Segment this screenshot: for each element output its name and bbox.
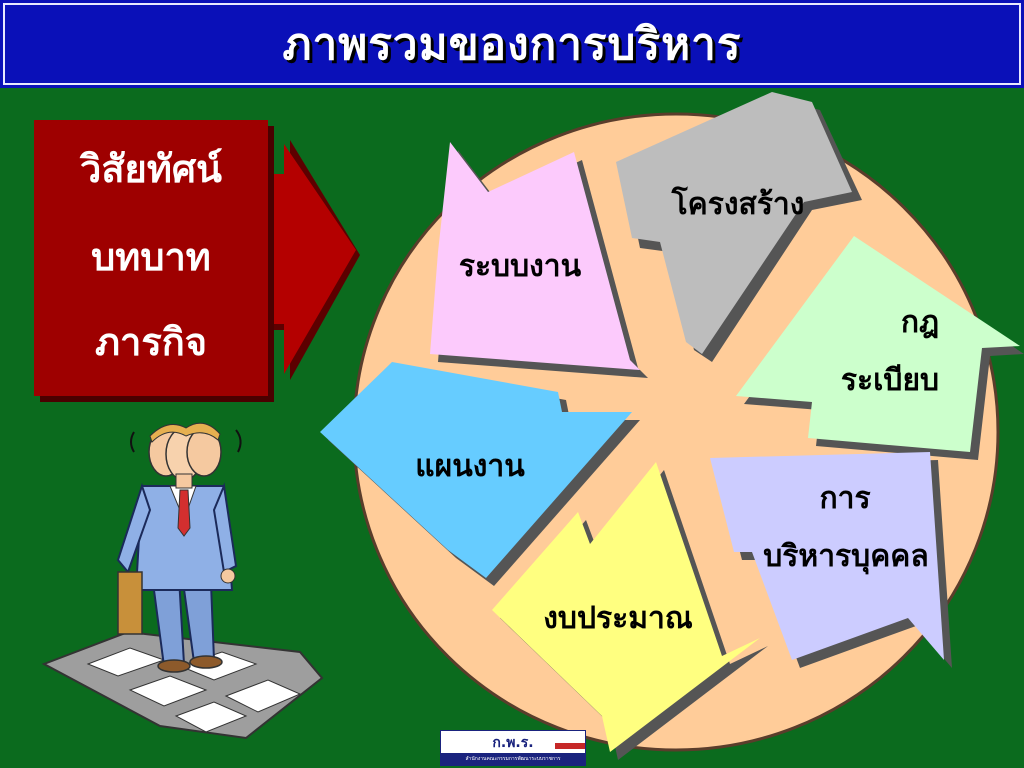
vision-line-2: บทบาท [91, 234, 211, 279]
arrow-systems: ระบบงาน [430, 142, 648, 378]
vision-line-3: ภารกิจ [95, 319, 207, 364]
regulations-line-1: กฎ [901, 305, 939, 340]
vision-arrow: วิสัยทัศน์ บทบาท ภารกิจ [34, 120, 360, 402]
logo-subtitle: สำนักงานคณะกรรมการพัฒนาระบบราชการ [465, 756, 561, 762]
hr-line-2: บริหารบุคคล [763, 539, 928, 575]
logo-stripe: สำนักงานคณะกรรมการพัฒนาระบบราชการ [441, 753, 585, 765]
logo-accent-stripe [555, 743, 585, 749]
page-title: ภาพรวมของการบริหาร [282, 19, 742, 70]
structure-label: โครงสร้าง [671, 185, 805, 222]
arrow-plan: แผนงาน [320, 362, 640, 586]
vision-line-1: วิสัยทัศน์ [79, 146, 222, 191]
arrow-budget: งบประมาณ [492, 462, 768, 760]
arrow-structure: โครงสร้าง [616, 92, 862, 362]
ocsc-logo: ก.พ.ร. สำนักงานคณะกรรมการพัฒนาระบบราชการ [440, 730, 586, 766]
arrow-regulations: กฎ ระเบียบ [736, 236, 1024, 460]
hr-line-1: การ [819, 481, 870, 516]
logo-text: ก.พ.ร. [492, 735, 534, 751]
plan-label: แผนงาน [415, 449, 525, 484]
regulations-line-2: ระเบียบ [841, 363, 939, 398]
budget-label: งบประมาณ [543, 601, 693, 636]
systems-label: ระบบงาน [459, 249, 582, 284]
title-bar: ภาพรวมของการบริหาร [0, 0, 1024, 88]
arrow-hr: การ บริหารบุคคล [710, 452, 952, 668]
businessman-illustration [41, 422, 324, 740]
